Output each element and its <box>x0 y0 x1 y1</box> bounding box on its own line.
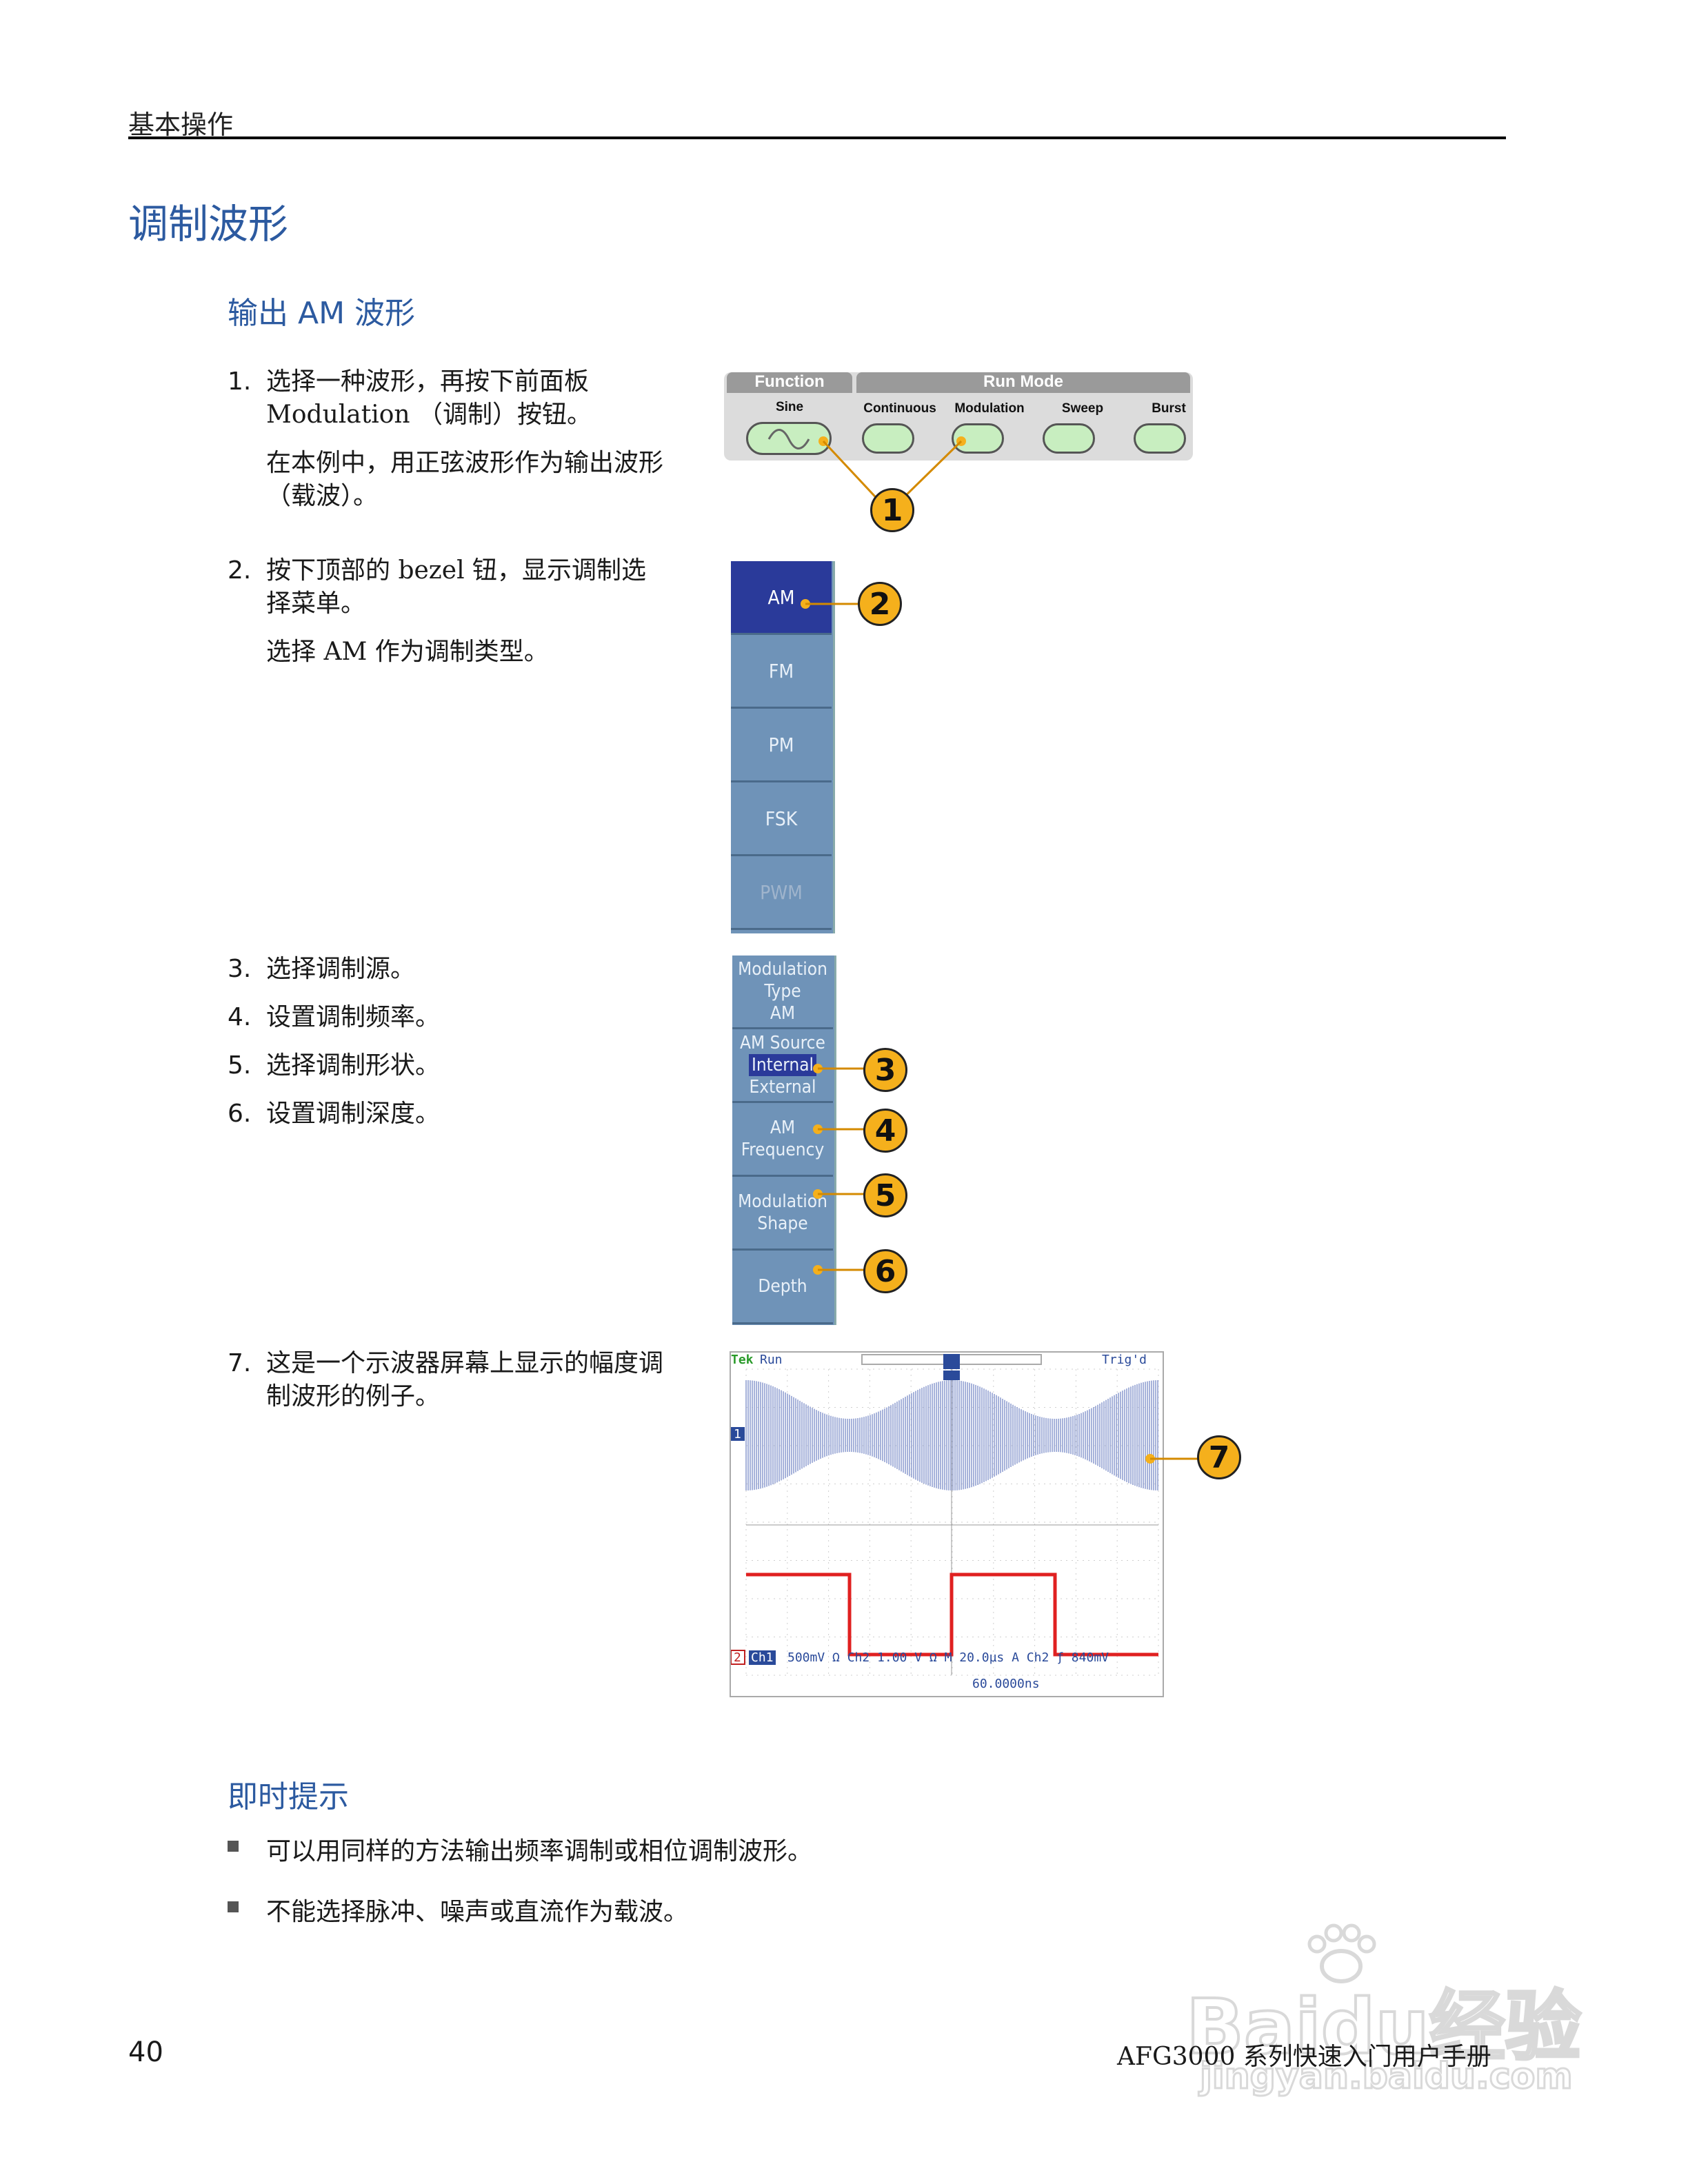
step-number: 3. <box>228 955 252 983</box>
callout-1: 1 <box>870 488 914 532</box>
page-number: 40 <box>128 2036 163 2068</box>
step-number: 7. <box>228 1349 252 1377</box>
sine-button[interactable] <box>746 422 832 455</box>
tip-text: 不能选择脉冲、噪声或直流作为载波。 <box>266 1898 689 1926</box>
step-1: 1. 选择一种波形，再按下前面板 Modulation （调制）按钮。 <box>228 365 669 432</box>
tip-text: 可以用同样的方法输出频率调制或相位调制波形。 <box>266 1837 813 1866</box>
step-3: 3. 选择调制源。 <box>228 953 669 986</box>
step-text: 选择调制源。 <box>266 955 416 983</box>
step-2-note: 选择 AM 作为调制类型。 <box>266 638 549 666</box>
mod-type-line-3: AM <box>770 1003 796 1024</box>
am-freq-line-2: Frequency <box>741 1140 825 1160</box>
scope-trig-status: Trig'd <box>1102 1353 1147 1367</box>
step-5: 5. 选择调制形状。 <box>228 1049 669 1082</box>
scope-run-status: Run <box>760 1353 783 1367</box>
baidu-watermark: Baidu经验 jingyan.baidu.com <box>1185 1923 1586 2103</box>
menu-item-modulation-type[interactable]: Modulation Type AM <box>732 956 833 1029</box>
menu-item-modulation-shape[interactable]: Modulation Shape <box>732 1177 833 1251</box>
step-2: 2. 按下顶部的 bezel 钮，显示调制选择菜单。 <box>228 554 669 620</box>
oscilloscope-screen: Tek Run Trig'd 1 2 Ch1 500mV Ω Ch2 1.00 … <box>730 1351 1164 1697</box>
front-panel-illustration: Function Run Mode Sine Continuous Modula… <box>724 372 1193 462</box>
menu-item-fsk[interactable]: FSK <box>731 782 832 856</box>
section-title: 调制波形 <box>128 201 289 247</box>
scope-display <box>731 1353 1163 1696</box>
subsection-title: 输出 AM 波形 <box>228 296 416 331</box>
trigger-position: 60.0000ns <box>972 1677 1040 1691</box>
tip-1: 可以用同样的方法输出频率调制或相位调制波形。 <box>228 1831 812 1867</box>
step-text: 设置调制频率。 <box>266 1003 441 1031</box>
menu-item-am-frequency[interactable]: AM Frequency <box>732 1103 833 1177</box>
continuous-button[interactable] <box>862 423 914 454</box>
bullet-icon <box>228 1841 239 1852</box>
running-header: 基本操作 <box>128 110 234 140</box>
menu-item-am-source[interactable]: AM Source Internal External <box>732 1029 833 1103</box>
callout-4: 4 <box>863 1109 907 1153</box>
burst-button[interactable] <box>1134 423 1186 454</box>
watermark-brand: Baidu经验 <box>1185 1981 1582 2072</box>
callout-6: 6 <box>863 1249 907 1293</box>
footer-title: AFG3000 系列快速入门用户手册 <box>1117 2043 1491 2071</box>
callout-3: 3 <box>863 1048 907 1092</box>
modulation-type-menu: AM FM PM FSK PWM <box>731 561 835 933</box>
am-source-internal: Internal <box>748 1054 817 1076</box>
mod-type-line-2: Type <box>764 981 801 1002</box>
callout-5: 5 <box>863 1173 907 1217</box>
callout-7: 7 <box>1197 1435 1241 1479</box>
burst-label: Burst <box>1152 401 1186 416</box>
bullet-icon <box>228 1901 239 1912</box>
function-tab: Function <box>727 372 852 393</box>
step-number: 6. <box>228 1100 252 1128</box>
callout-2: 2 <box>858 582 902 626</box>
step-number: 1. <box>228 367 252 396</box>
ch2-marker: 2 <box>734 1650 741 1665</box>
step-text: 设置调制深度。 <box>266 1100 441 1128</box>
depth-label: Depth <box>758 1276 807 1297</box>
modulation-label: Modulation <box>954 401 1025 416</box>
ch1-label: Ch1 <box>749 1650 776 1665</box>
menu-item-depth[interactable]: Depth <box>732 1251 833 1324</box>
step-6: 6. 设置调制深度。 <box>228 1098 669 1131</box>
step-text: 这是一个示波器屏幕上显示的幅度调制波形的例子。 <box>266 1349 664 1410</box>
sine-label: Sine <box>775 400 804 414</box>
step-7: 7. 这是一个示波器屏幕上显示的幅度调制波形的例子。 <box>228 1347 669 1413</box>
am-source-external: External <box>749 1077 816 1098</box>
menu-item-am[interactable]: AM <box>731 561 832 635</box>
step-text: 选择调制形状。 <box>266 1051 441 1080</box>
step-number: 5. <box>228 1051 252 1080</box>
continuous-label: Continuous <box>863 401 936 416</box>
step-4: 4. 设置调制频率。 <box>228 1001 669 1034</box>
sine-icon <box>767 429 810 449</box>
step-text: 按下顶部的 bezel 钮，显示调制选择菜单。 <box>266 556 647 618</box>
am-waveform <box>745 1380 1158 1490</box>
callout-3-6-leaders <box>813 1064 867 1275</box>
am-source-label: AM Source <box>740 1033 825 1053</box>
scope-readout: 500mV Ω Ch2 1.00 V Ω M 20.0µs A Ch2 ƒ 84… <box>787 1650 1109 1665</box>
tip-2: 不能选择脉冲、噪声或直流作为载波。 <box>228 1892 688 1928</box>
header-rule <box>128 136 1506 139</box>
sweep-label: Sweep <box>1061 401 1104 416</box>
tips-heading: 即时提示 <box>228 1779 349 1814</box>
callout-2-leader <box>801 599 862 609</box>
run-mode-tab: Run Mode <box>856 372 1190 393</box>
am-settings-menu: Modulation Type AM AM Source Internal Ex… <box>732 956 836 1325</box>
step-1-note: 在本例中，用正弦波形作为输出波形 （载波）。 <box>266 449 664 510</box>
step-text: 选择一种波形，再按下前面板 Modulation （调制）按钮。 <box>266 367 592 429</box>
modulating-square-wave <box>746 1573 1158 1657</box>
mod-type-line-1: Modulation <box>738 959 827 980</box>
am-freq-line-1: AM <box>770 1118 796 1138</box>
step-number: 2. <box>228 556 252 585</box>
mod-shape-line-1: Modulation <box>738 1191 827 1212</box>
sweep-button[interactable] <box>1043 423 1095 454</box>
menu-item-pwm[interactable]: PWM <box>731 856 832 930</box>
step-number: 4. <box>228 1003 252 1031</box>
mod-shape-line-2: Shape <box>757 1213 808 1234</box>
paw-icon <box>1307 1923 1376 1983</box>
scope-brand: Tek <box>731 1353 754 1367</box>
ch1-marker: 1 <box>734 1427 741 1442</box>
menu-item-pm[interactable]: PM <box>731 709 832 782</box>
watermark-url: jingyan.baidu.com <box>1199 2055 1574 2099</box>
menu-item-fm[interactable]: FM <box>731 635 832 709</box>
